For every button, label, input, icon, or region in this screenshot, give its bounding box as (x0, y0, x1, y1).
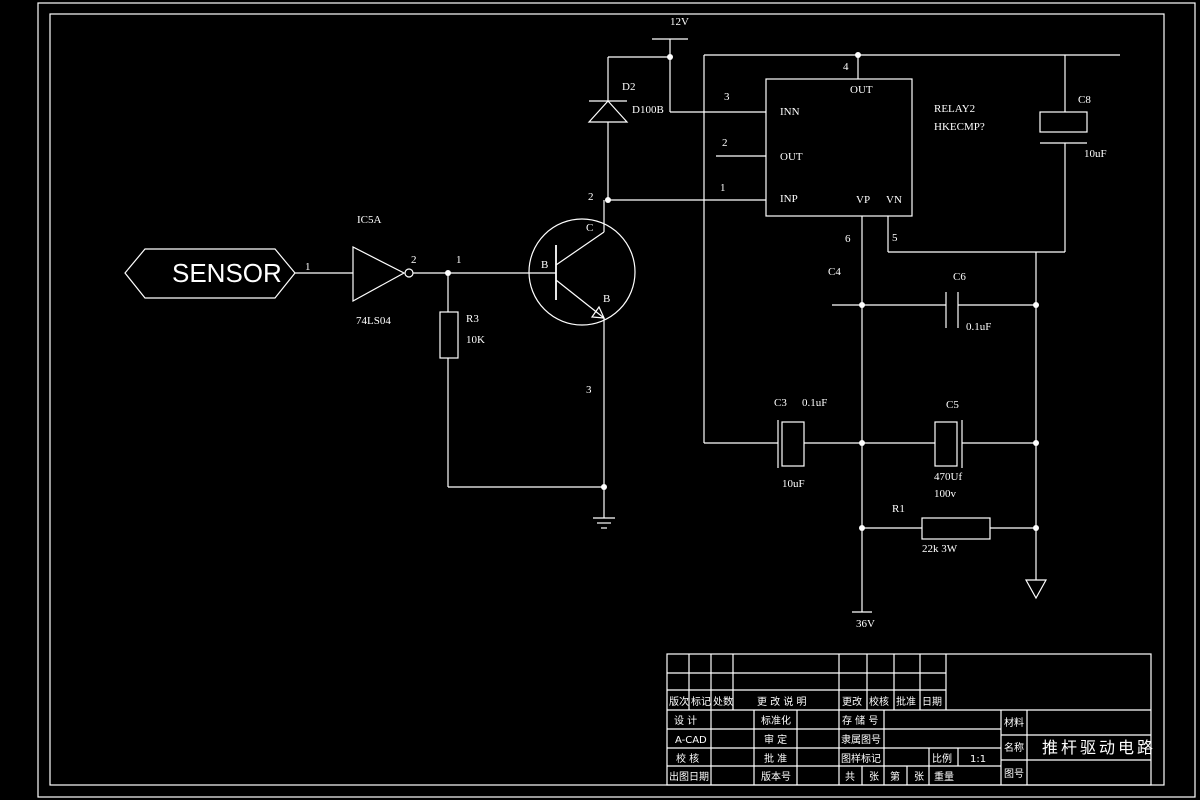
tb-version: 版本号 (761, 770, 791, 783)
diode-d2 (587, 100, 629, 123)
r3-ref: R3 (466, 313, 479, 325)
tb-approve: 批准 (896, 695, 916, 708)
c3-ref: C3 (774, 397, 787, 409)
capacitor-c8 (1039, 111, 1088, 133)
c3-val: 0.1uF (802, 397, 827, 409)
relay-part: HKECMP? (934, 121, 985, 133)
gate-part: 74LS04 (356, 315, 391, 327)
tb-change: 更改 (842, 695, 862, 708)
transistor-q (528, 218, 636, 326)
tb-check: 校 核 (676, 752, 699, 765)
tb-out-date: 出图日期 (669, 770, 709, 783)
tb-design: 设 计 (674, 714, 697, 727)
tb-count: 处数 (713, 695, 733, 708)
tb-approve2: 批 准 (764, 752, 787, 765)
emitter-arrow (590, 305, 605, 319)
r3-val: 10K (466, 334, 485, 346)
capacitor-c5 (934, 421, 958, 467)
relay-vn: VN (886, 194, 902, 206)
resistor-r3 (439, 311, 459, 359)
gate-pin-in: 1 (305, 261, 311, 273)
transistor-e: B (603, 293, 610, 305)
relay-inn: INN (780, 106, 800, 118)
emitter-pin: 3 (586, 384, 592, 396)
sensor-label: SENSOR (172, 258, 282, 288)
tb-drawing-name: 推杆驱动电路 (1042, 738, 1156, 757)
c5-volt: 100v (934, 488, 957, 500)
relay-pin2: 2 (722, 137, 728, 149)
tb-mark: 标记 (691, 696, 711, 708)
gate-pin-out: 2 (411, 254, 417, 266)
c8-val: 10uF (1084, 148, 1107, 160)
c8-ref: C8 (1078, 94, 1091, 106)
supply-36v: 36V (856, 618, 875, 630)
tb-acad: A-CAD (675, 735, 707, 746)
tb-sample-mark: 图样标记 (841, 752, 881, 765)
transistor-b: B (541, 259, 548, 271)
resistor-r1 (921, 517, 991, 540)
c6-val: 0.1uF (966, 321, 991, 333)
c5-ref: C5 (946, 399, 959, 411)
d2-ref: D2 (622, 81, 635, 93)
c3-val2: 10uF (782, 478, 805, 490)
inverter-bubble (404, 268, 414, 278)
tb-rev-mark: 版次 (669, 695, 689, 708)
relay-pin6: 6 (845, 233, 851, 245)
title-block (666, 653, 1152, 786)
inverter-gate (352, 246, 406, 303)
relay-box (765, 78, 913, 217)
relay-pin1: 1 (720, 182, 726, 194)
tb-change-desc: 更 改 说 明 (757, 695, 807, 708)
tb-weight: 重量 (934, 770, 954, 783)
r1-ref: R1 (892, 503, 905, 515)
relay-out-top: OUT (850, 84, 873, 96)
tb-scale-label: 比例 (932, 752, 952, 765)
r1-val: 22k 3W (922, 543, 958, 555)
relay-out-left: OUT (780, 151, 803, 163)
supply-12v: 12V (670, 16, 689, 28)
c4-ref: C4 (828, 266, 841, 278)
tb-total: 共 (845, 771, 855, 783)
tb-sheet: 张 (914, 771, 924, 783)
relay-pin5: 5 (892, 232, 898, 244)
tb-material: 材料 (1004, 716, 1024, 729)
tb-sheets: 张 (869, 771, 879, 783)
collector-pin: 2 (588, 191, 594, 203)
c5-val: 470Uf (934, 471, 962, 483)
tb-page: 第 (890, 770, 900, 783)
base-pin: 1 (456, 254, 462, 266)
tb-scale-val: 1:1 (970, 754, 986, 765)
tb-date: 日期 (922, 696, 942, 708)
inner-border (49, 13, 1165, 786)
transistor-c: C (586, 222, 593, 234)
tb-review: 审 定 (764, 733, 787, 746)
tb-belong-no: 隶属图号 (841, 733, 881, 746)
tb-drawing-no: 图号 (1004, 768, 1024, 780)
relay-pin4: 4 (843, 61, 849, 73)
tb-store-no: 存 储 号 (842, 714, 878, 727)
relay-vp: VP (856, 194, 870, 206)
gate-ref: IC5A (357, 214, 382, 226)
c6-ref: C6 (953, 271, 966, 283)
tb-proofread: 校核 (869, 695, 889, 708)
ground-triangle (1024, 579, 1048, 600)
tb-name-label: 名称 (1004, 741, 1024, 754)
relay-pin3: 3 (724, 91, 730, 103)
d2-part: D100B (632, 104, 664, 116)
relay-inp: INP (780, 193, 798, 205)
relay-name: RELAY2 (934, 103, 975, 115)
tb-std: 标准化 (761, 714, 791, 727)
outer-border (37, 2, 1196, 798)
